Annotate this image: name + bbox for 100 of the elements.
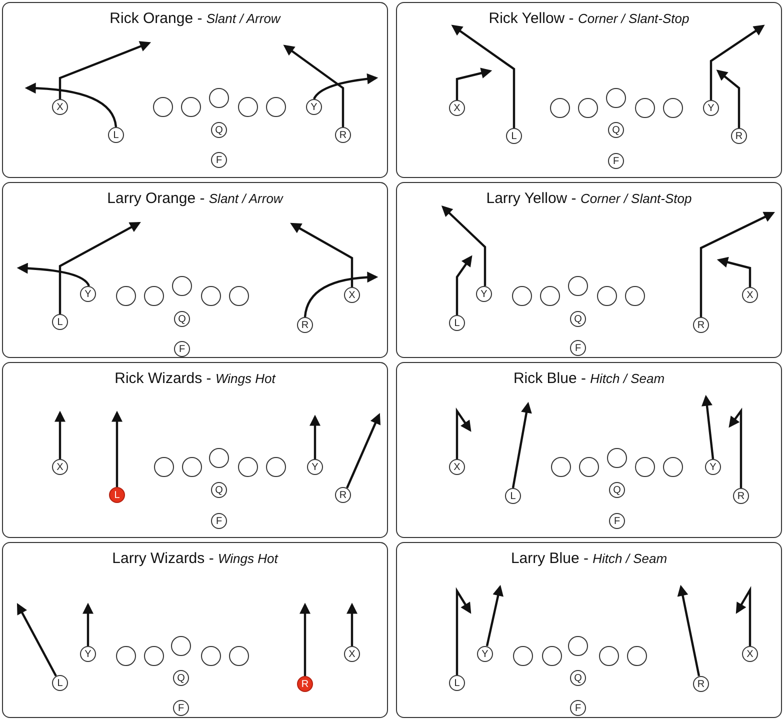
player-circle: L [449, 675, 465, 691]
lineman-circle [171, 636, 191, 656]
player-circle: Y [307, 459, 323, 475]
player-circle: L [506, 128, 522, 144]
lineman-circle [542, 646, 562, 666]
play-panel [2, 182, 388, 358]
route-arrow [290, 222, 354, 287]
player-circle: Q [570, 670, 586, 686]
player-circle: X [742, 646, 758, 662]
player-circle: Y [705, 459, 721, 475]
route-arrow [728, 408, 742, 488]
route-arrow [310, 414, 320, 459]
route-arrow [346, 412, 380, 488]
lineman-circle [238, 97, 258, 117]
lineman-circle [606, 88, 626, 108]
lineman-circle [144, 286, 164, 306]
lineman-circle [266, 97, 286, 117]
player-circle: F [609, 513, 625, 529]
lineman-circle [181, 97, 201, 117]
lineman-circle [201, 646, 221, 666]
player-circle: Q [174, 311, 190, 327]
lineman-circle [607, 448, 627, 468]
player-circle: Y [306, 99, 322, 115]
player-circle: F [211, 513, 227, 529]
play-panel [396, 362, 782, 538]
player-circle: R [297, 317, 313, 333]
player-circle: L [449, 315, 465, 331]
route-arrow [716, 256, 752, 287]
player-circle: L [109, 487, 125, 503]
route-arrow [112, 410, 122, 487]
play-title: Rick Blue - Hitch / Seam [513, 370, 665, 387]
play-title: Rick Wizards - Wings Hot [114, 370, 276, 387]
lineman-circle [229, 646, 249, 666]
player-circle: R [335, 487, 351, 503]
route-arrow [441, 205, 486, 286]
player-circle: F [570, 700, 586, 716]
player-circle: X [52, 459, 68, 475]
route-arrow [710, 24, 765, 100]
player-circle: Y [476, 286, 492, 302]
lineman-circle [635, 98, 655, 118]
route-arrow [16, 603, 57, 677]
player-circle: X [344, 287, 360, 303]
play-panel [2, 542, 388, 718]
lineman-circle [663, 457, 683, 477]
player-circle: F [608, 153, 624, 169]
route-arrow [716, 70, 740, 128]
route-arrow [283, 44, 344, 127]
player-circle: Y [703, 100, 719, 116]
player-circle: R [733, 488, 749, 504]
play-title: Larry Wizards - Wings Hot [112, 550, 278, 567]
lineman-circle [116, 286, 136, 306]
player-circle: L [52, 675, 68, 691]
route-arrow [700, 212, 775, 317]
player-circle: R [335, 127, 351, 143]
player-circle: Q [609, 482, 625, 498]
lineman-circle [201, 286, 221, 306]
lineman-circle [116, 646, 136, 666]
player-circle: X [344, 646, 360, 662]
lineman-circle [550, 98, 570, 118]
route-arrow [313, 73, 378, 100]
route-arrow [58, 222, 141, 314]
route-arrow [304, 272, 378, 318]
lineman-circle [154, 457, 174, 477]
player-circle: R [693, 317, 709, 333]
route-arrow [456, 407, 472, 459]
lineman-circle [182, 457, 202, 477]
lineman-circle [153, 97, 173, 117]
player-circle: X [449, 100, 465, 116]
lineman-circle [568, 636, 588, 656]
lineman-circle [568, 276, 588, 296]
player-circle: Q [173, 670, 189, 686]
player-circle: F [211, 152, 227, 168]
route-arrow [512, 402, 532, 488]
route-arrow [677, 584, 700, 676]
route-arrow [24, 82, 118, 128]
route-arrow [702, 394, 714, 460]
player-circle: X [449, 459, 465, 475]
lineman-circle [663, 98, 683, 118]
route-arrow [451, 24, 516, 128]
route-arrow [58, 41, 152, 99]
play-panel [396, 182, 782, 358]
route-arrow [346, 602, 358, 646]
player-circle: R [297, 676, 313, 692]
route-arrow [82, 602, 94, 646]
lineman-circle [551, 457, 571, 477]
play-title: Larry Orange - Slant / Arrow [107, 190, 283, 207]
player-circle: Y [80, 286, 96, 302]
play-panel [2, 362, 388, 538]
lineman-circle [238, 457, 258, 477]
play-panel [396, 2, 782, 178]
player-circle: Y [80, 646, 96, 662]
route-arrow [486, 584, 504, 646]
lineman-circle [512, 286, 532, 306]
lineman-circle [635, 457, 655, 477]
lineman-circle [578, 98, 598, 118]
lineman-circle [209, 448, 229, 468]
lineman-circle [229, 286, 249, 306]
lineman-circle [172, 276, 192, 296]
player-circle: Q [570, 311, 586, 327]
player-circle: F [174, 341, 190, 357]
